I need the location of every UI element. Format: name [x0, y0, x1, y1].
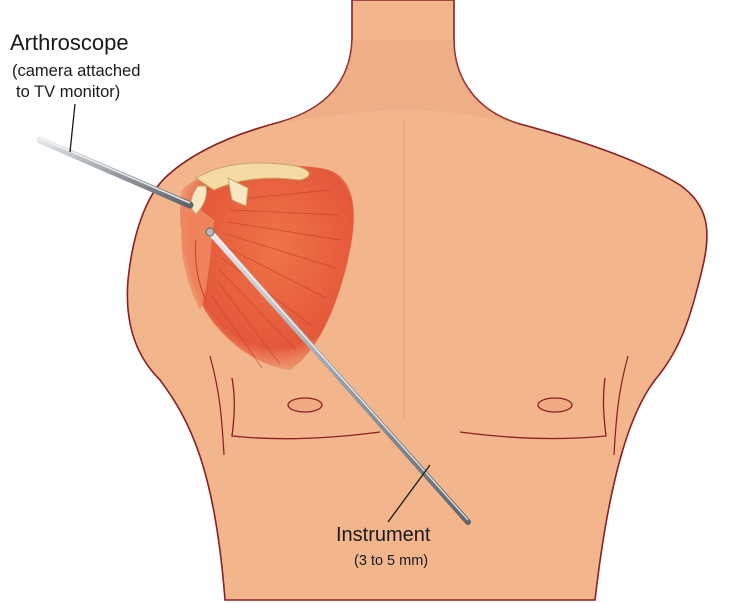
instrument-size-note: (3 to 5 mm): [354, 553, 428, 569]
arthroscope-note-line1: (camera attached: [12, 62, 140, 81]
arthroscope-leader-line: [70, 104, 75, 152]
left-nipple: [288, 398, 322, 412]
arthroscope-note-line2: to TV monitor): [16, 83, 120, 102]
arthroscope-label: Arthroscope: [10, 30, 129, 56]
right-nipple: [538, 398, 572, 412]
instrument-label: Instrument: [336, 524, 430, 547]
instrument-tip: [206, 228, 214, 236]
arthroscope-shaft: [40, 140, 190, 205]
